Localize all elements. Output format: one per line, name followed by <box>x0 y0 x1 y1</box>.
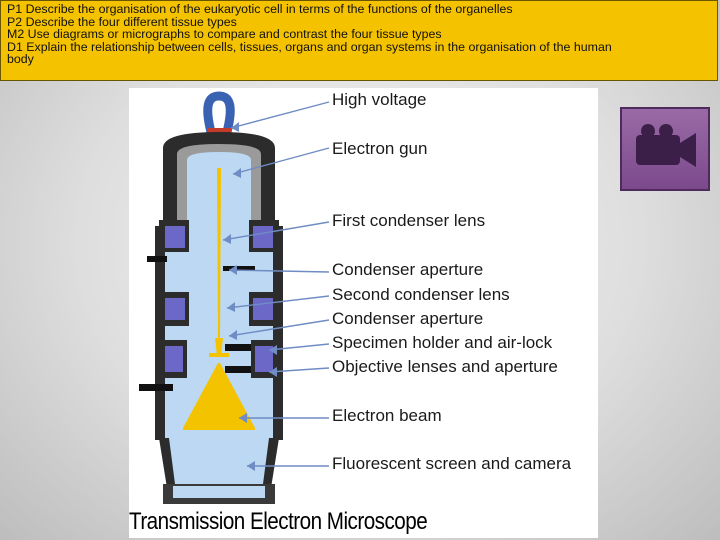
condenser-aperture-1 <box>147 256 255 271</box>
objective-d1: D1 Explain the relationship between cell… <box>7 39 612 54</box>
objective-d1-cont: body <box>7 52 34 67</box>
tem-diagram-panel: High voltage Electron gun First condense… <box>129 88 598 538</box>
label-fluorescent-screen: Fluorescent screen and camera <box>332 454 572 473</box>
learning-objectives: P1 Describe the organisation of the euka… <box>0 0 718 81</box>
label-first-condenser-lens: First condenser lens <box>332 211 486 230</box>
objective-m2: M2 Use diagrams or micrographs to compar… <box>7 27 442 42</box>
specimen-holder <box>225 344 265 373</box>
arrow-heads <box>223 122 277 471</box>
electron-beam <box>183 168 255 430</box>
label-specimen-holder: Specimen holder and air-lock <box>332 333 553 352</box>
condenser-lens-1 <box>159 220 279 252</box>
diagram-caption: Transmission Electron Microscope <box>129 508 428 535</box>
label-electron-gun: Electron gun <box>332 139 428 158</box>
label-electron-beam: Electron beam <box>332 406 442 425</box>
label-condenser-aperture-1: Condenser aperture <box>332 260 484 279</box>
video-button[interactable] <box>620 107 710 191</box>
label-condenser-aperture-2: Condenser aperture <box>332 309 484 328</box>
label-high-voltage: High voltage <box>332 90 427 109</box>
label-second-condenser-lens: Second condenser lens <box>332 285 510 304</box>
objective-p2: P2 Describe the four different tissue ty… <box>7 14 237 29</box>
objective-p1: P1 Describe the organisation of the euka… <box>7 2 513 16</box>
label-objective-lenses: Objective lenses and aperture <box>332 357 558 376</box>
video-camera-icon <box>636 124 696 167</box>
label-arrows <box>222 101 330 467</box>
objective-lens <box>139 340 279 391</box>
tem-diagram <box>139 91 330 504</box>
